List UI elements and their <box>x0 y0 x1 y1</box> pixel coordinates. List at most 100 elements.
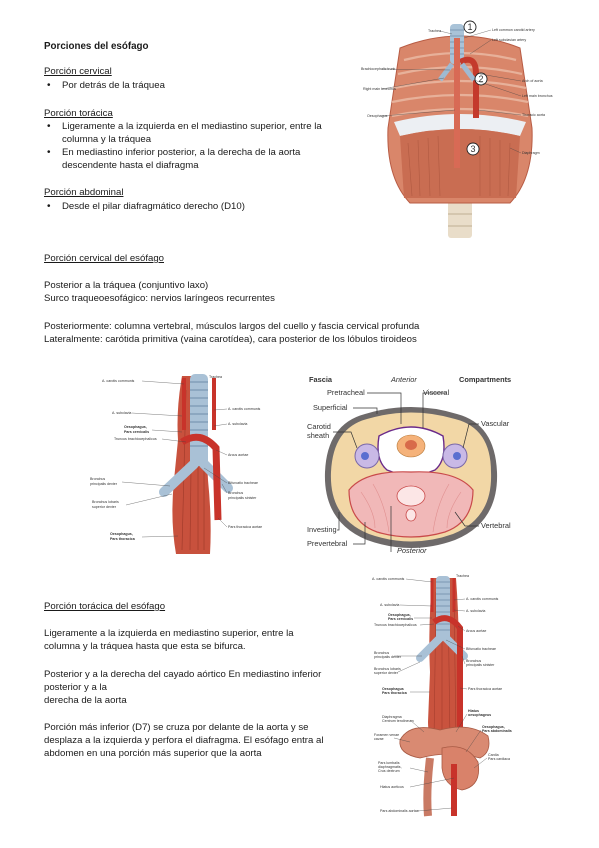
fig-label: Oesophagus, <box>388 613 411 617</box>
posterior-label: Posterior <box>397 546 427 555</box>
cervical-p2-line2: Lateralmente: carótida primitiva (vaina … <box>44 334 417 345</box>
fig-label: A. subclavia <box>228 422 247 426</box>
fig-label: principalis dexter <box>90 482 118 486</box>
compartments-header: Compartments <box>459 375 511 384</box>
fig-label: Bifurcatio tracheae <box>466 647 496 651</box>
fig-label: Hiatus aorticus <box>380 785 404 789</box>
fig-label: Oesophagus <box>367 114 388 118</box>
fig-label: Pars thoracica aortae <box>468 687 502 691</box>
fig-label: Right main bronchus <box>363 87 396 91</box>
number-3: 3 <box>470 144 475 154</box>
fig-label: Pars thoracica <box>382 691 408 695</box>
fig-label: Investing <box>307 525 337 534</box>
fig-label: Vascular <box>481 419 510 428</box>
fig-label: Foramen venae <box>374 733 399 737</box>
list-item: Ligeramente a la izquierda en el mediast… <box>44 120 350 146</box>
toracica-p2-line2: derecha de la aorta <box>44 695 127 706</box>
fig-label: Truncus brachiocephalicus <box>114 437 157 441</box>
fig-label: Left subclavian artery <box>492 38 526 42</box>
fig-label: Left common carotid artery <box>492 28 535 32</box>
fig-label: Pars cervicalis <box>124 430 149 434</box>
fig-label: Truncus brachiocephalicus <box>374 623 417 627</box>
fig-label: A. carotis communis <box>228 407 261 411</box>
fig-label: sheath <box>307 431 329 440</box>
fig-label: Visceral <box>423 388 450 397</box>
fig-label: oesophageus <box>468 713 491 717</box>
toracica-p1: Ligeramente a la izquierda en mediastino… <box>44 628 294 652</box>
fig-label: Diaphragm <box>522 151 540 155</box>
fig-label: diaphragmatis, <box>378 765 402 769</box>
fig-label: A. subclavia <box>466 609 485 613</box>
fig-label: Pars thoracica aortae <box>228 525 262 529</box>
fig-label: Pars thoracica <box>110 537 136 541</box>
number-1: 1 <box>467 22 472 32</box>
fig-label: A. subclavia <box>380 603 399 607</box>
fig-label: Oesophagus, <box>110 532 133 536</box>
fig-label: Pars cervicalis <box>388 617 413 621</box>
fig-label: Arcus aortae <box>466 629 486 633</box>
fig-label: Hiatus <box>468 709 479 713</box>
page-heading: Porciones del esófago <box>44 41 149 52</box>
thorax-illustration: 1 2 3 Trachea Brachiocephalic trunk Righ… <box>361 20 553 238</box>
fig-label: Left main bronchus <box>522 94 553 98</box>
fig-label: Brachiocephalic trunk <box>361 67 396 71</box>
fascia-header: Fascia <box>309 375 333 384</box>
fig-label: Centrum tendineum <box>382 719 414 723</box>
fig-label: Diaphragma <box>382 715 402 719</box>
fig-label: Oesophagus, <box>124 425 147 429</box>
anterior-label: Anterior <box>390 375 417 384</box>
fig-label: Arcus aortae <box>228 453 248 457</box>
toracica-section-title: Porción torácica del esófago <box>44 601 166 612</box>
fig-label: cavae <box>374 737 384 741</box>
fig-label: Vertebral <box>481 521 511 530</box>
cervical-p1-line2: Surco traqueoesofágico: nervios laríngeo… <box>44 293 275 304</box>
fig-label: Oesophagus, <box>482 725 505 729</box>
fig-label: Bronchus lobaris <box>374 667 401 671</box>
esophagus-full-illustration: A. carotis communis Trachea A. carotis c… <box>372 574 512 817</box>
fig-label: Trachea <box>209 375 222 379</box>
cervical-title: Porción cervical <box>44 66 112 77</box>
number-markers <box>463 20 488 156</box>
fig-label: Bronchus <box>466 659 481 663</box>
fig-label: A. subclavia <box>112 411 131 415</box>
fig-label: principalis sinister <box>466 663 495 667</box>
fig-label: Trachea <box>428 29 441 33</box>
esophagus-neck-illustration: A. carotis communis Trachea A. carotis c… <box>90 374 262 554</box>
fig-label: Carotid <box>307 422 331 431</box>
fig-label: Bifurcatio tracheae <box>228 481 258 485</box>
fig-label: Superficial <box>313 403 348 412</box>
abdominal-title: Porción abdominal <box>44 187 124 198</box>
neck-fascia-diagram: Fascia Anterior Compartments Pretracheal… <box>307 375 511 555</box>
fig-label: Pretracheal <box>327 388 365 397</box>
fig-label: A. carotis communis <box>466 597 499 601</box>
list-item: Por detrás de la tráquea <box>44 79 344 92</box>
number-2: 2 <box>478 74 483 84</box>
fig-label: Oesophagus <box>382 687 404 691</box>
toracica-list: Ligeramente a la izquierda en el mediast… <box>44 120 350 172</box>
cervical-list: Por detrás de la tráquea <box>44 79 344 92</box>
fig-label: Crus dextrum <box>378 769 400 773</box>
cervical-section-title: Porción cervical del esófago <box>44 253 164 264</box>
fig-label: Pars abdominalis aortae <box>380 809 419 813</box>
fig-label: Thoracic aorta <box>522 113 545 117</box>
fig-label: A. carotis communis <box>372 577 405 581</box>
cervical-p2-line1: Posteriormente: columna vertebral, múscu… <box>44 321 420 332</box>
fig-label: principalis dexter <box>374 655 402 659</box>
fig-label: superior dexter <box>92 505 117 509</box>
fig-label: Bronchus <box>374 651 389 655</box>
fig-label: Pars cardiaca <box>488 757 510 761</box>
cervical-p1-line1: Posterior a la tráquea (conjuntivo laxo) <box>44 280 209 291</box>
fig-label: Cardia <box>488 753 499 757</box>
fig-label: principalis sinister <box>228 496 257 500</box>
fig-label: Bronchus <box>90 477 105 481</box>
fig-label: Bronchus lobaris <box>92 500 119 504</box>
fig-label: Bronchus <box>228 491 243 495</box>
abdominal-list: Desde el pilar diafragmático derecho (D1… <box>44 200 344 213</box>
toracica-p2-line1: Posterior y a la derecha del cayado aórt… <box>44 669 322 693</box>
fig-label: Prevertebral <box>307 539 348 548</box>
toracica-p3: Porción más inferior (D7) se cruza por d… <box>44 722 324 759</box>
fig-label: Pars lumbalis <box>378 761 400 765</box>
toracica-title: Porción torácica <box>44 108 113 119</box>
fig-label: superior dexter <box>374 671 399 675</box>
fig-label: A. carotis communis <box>102 379 135 383</box>
